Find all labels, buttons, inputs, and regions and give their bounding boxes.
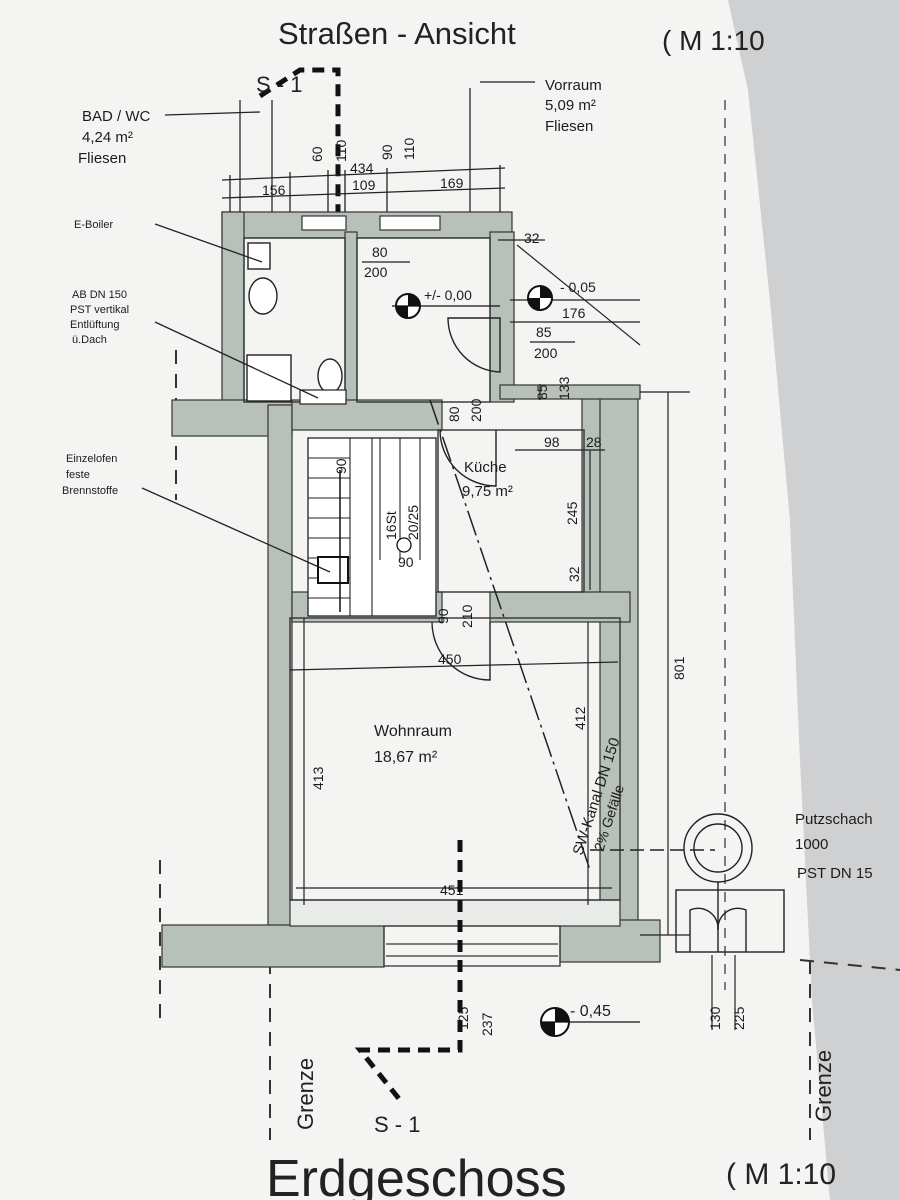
- dim-80-a: 80: [372, 244, 388, 260]
- level-outside: - 0,45: [570, 1003, 611, 1020]
- dim-85-a: 85: [536, 324, 552, 340]
- dim-133: 133: [556, 376, 572, 400]
- section-label-top: S - 1: [256, 72, 302, 97]
- vestibule-area: 5,09 m²: [545, 97, 596, 114]
- stair-start-marker: [396, 537, 412, 553]
- entrance-steps: [383, 925, 561, 967]
- dim-16st: 16St: [383, 511, 399, 540]
- stove: [317, 556, 349, 584]
- vent-label-1: AB DN 150: [72, 289, 127, 301]
- dim-200-a: 200: [364, 264, 388, 280]
- dim-169: 169: [440, 175, 464, 191]
- dim-210: 210: [459, 604, 475, 628]
- vent-pipe: [299, 389, 347, 405]
- level-main: +/- 0,00: [424, 287, 472, 303]
- boundary-label-left: Grenze: [293, 1058, 318, 1130]
- section-label-bottom: S - 1: [374, 1112, 420, 1137]
- inner-dimension-lines: [289, 239, 690, 936]
- street-view-title: Straßen - Ansicht: [278, 16, 516, 51]
- dim-90-c: 90: [398, 554, 414, 570]
- vent-leader: [154, 321, 319, 399]
- boundary-line-bottom-right: [799, 959, 900, 971]
- kitchen-area: 9,75 m²: [462, 483, 513, 500]
- dim-90-a: 90: [379, 144, 395, 160]
- level-marker-outside: [540, 1007, 640, 1037]
- top-dimension-chain: [221, 165, 506, 215]
- living-name: Wohnraum: [374, 723, 452, 740]
- toilet: [317, 358, 343, 394]
- washbasin: [248, 277, 278, 315]
- level-marker-main: [392, 293, 500, 319]
- dim-90-b: 90: [333, 458, 349, 474]
- dim-85-b: 85: [534, 384, 550, 400]
- bath-leader: [164, 111, 261, 116]
- dim-176: 176: [562, 305, 586, 321]
- door-living: [431, 621, 491, 681]
- dim-413: 413: [310, 766, 326, 790]
- dim-110-b: 110: [401, 137, 417, 160]
- stair-treads: [308, 438, 421, 616]
- vent-label-4: ü.Dach: [72, 334, 107, 346]
- vent-label-2: PST vertikal: [70, 304, 129, 316]
- dim-28: 28: [586, 434, 602, 450]
- floor-scale: ( M 1:10: [726, 1158, 836, 1191]
- level-marker-side: [527, 285, 553, 311]
- walls: [161, 211, 661, 968]
- door-kitchen: [439, 429, 497, 487]
- dim-80-b: 80: [446, 406, 462, 422]
- vestibule-name: Vorraum: [545, 77, 602, 94]
- manhole-label-1: Putzschach: [795, 811, 873, 828]
- dim-125: 125: [455, 1006, 471, 1030]
- door-vestibule-side: [447, 317, 501, 373]
- stove-label-3: Brennstoffe: [62, 485, 118, 497]
- level-side: - 0,05: [560, 279, 596, 295]
- sewer-line: [429, 399, 591, 871]
- boundary-label-right: Grenze: [811, 1050, 836, 1122]
- stove-leader: [141, 487, 331, 573]
- dim-434: 434: [350, 160, 374, 176]
- living-area: 18,67 m²: [374, 749, 438, 766]
- bath-area: 4,24 m²: [82, 129, 133, 146]
- stove-label-2: feste: [66, 469, 90, 481]
- dim-32-b: 32: [566, 566, 582, 582]
- manhole-label-2: 1000: [795, 836, 828, 853]
- room-outlines: [243, 237, 621, 901]
- manhole: [675, 813, 785, 953]
- boiler-label: E-Boiler: [74, 219, 113, 231]
- dim-110-a: 110: [333, 139, 349, 162]
- dim-130: 130: [707, 1006, 723, 1030]
- section-line-top: [258, 67, 341, 240]
- dim-90-d: 90: [435, 608, 451, 624]
- dim-237: 237: [479, 1012, 495, 1036]
- floor-title: Erdgeschoss: [266, 1150, 567, 1200]
- bath-floor: Fliesen: [78, 150, 126, 167]
- dim-98: 98: [544, 434, 560, 450]
- dim-245: 245: [564, 501, 580, 525]
- dim-200-b: 200: [534, 345, 558, 361]
- dim-156: 156: [262, 182, 286, 198]
- vent-label-3: Entlüftung: [70, 319, 120, 331]
- boiler-fixture: [247, 242, 271, 270]
- dim-801: 801: [671, 656, 687, 680]
- dim-450: 450: [438, 651, 462, 667]
- kitchen-name: Küche: [464, 459, 507, 476]
- dim-32-a: 32: [524, 230, 540, 246]
- dim-20-25: 20/25: [405, 505, 421, 540]
- bath-name: BAD / WC: [82, 108, 151, 125]
- dim-60: 60: [309, 146, 325, 162]
- boiler-leader: [154, 223, 263, 263]
- street-view-scale: ( M 1:10: [662, 25, 765, 56]
- paper-sheet-edge: [728, 0, 900, 1200]
- section-line-bottom: [354, 840, 463, 1102]
- windows-top: [301, 215, 441, 231]
- dim-109: 109: [352, 177, 376, 193]
- shower: [246, 354, 292, 402]
- stove-label-1: Einzelofen: [66, 453, 117, 465]
- dim-200-c: 200: [468, 398, 484, 422]
- manhole-label-3: PST DN 15: [797, 865, 873, 882]
- vestibule-floor: Fliesen: [545, 118, 593, 135]
- dim-225: 225: [731, 1006, 747, 1030]
- dim-412: 412: [572, 706, 588, 730]
